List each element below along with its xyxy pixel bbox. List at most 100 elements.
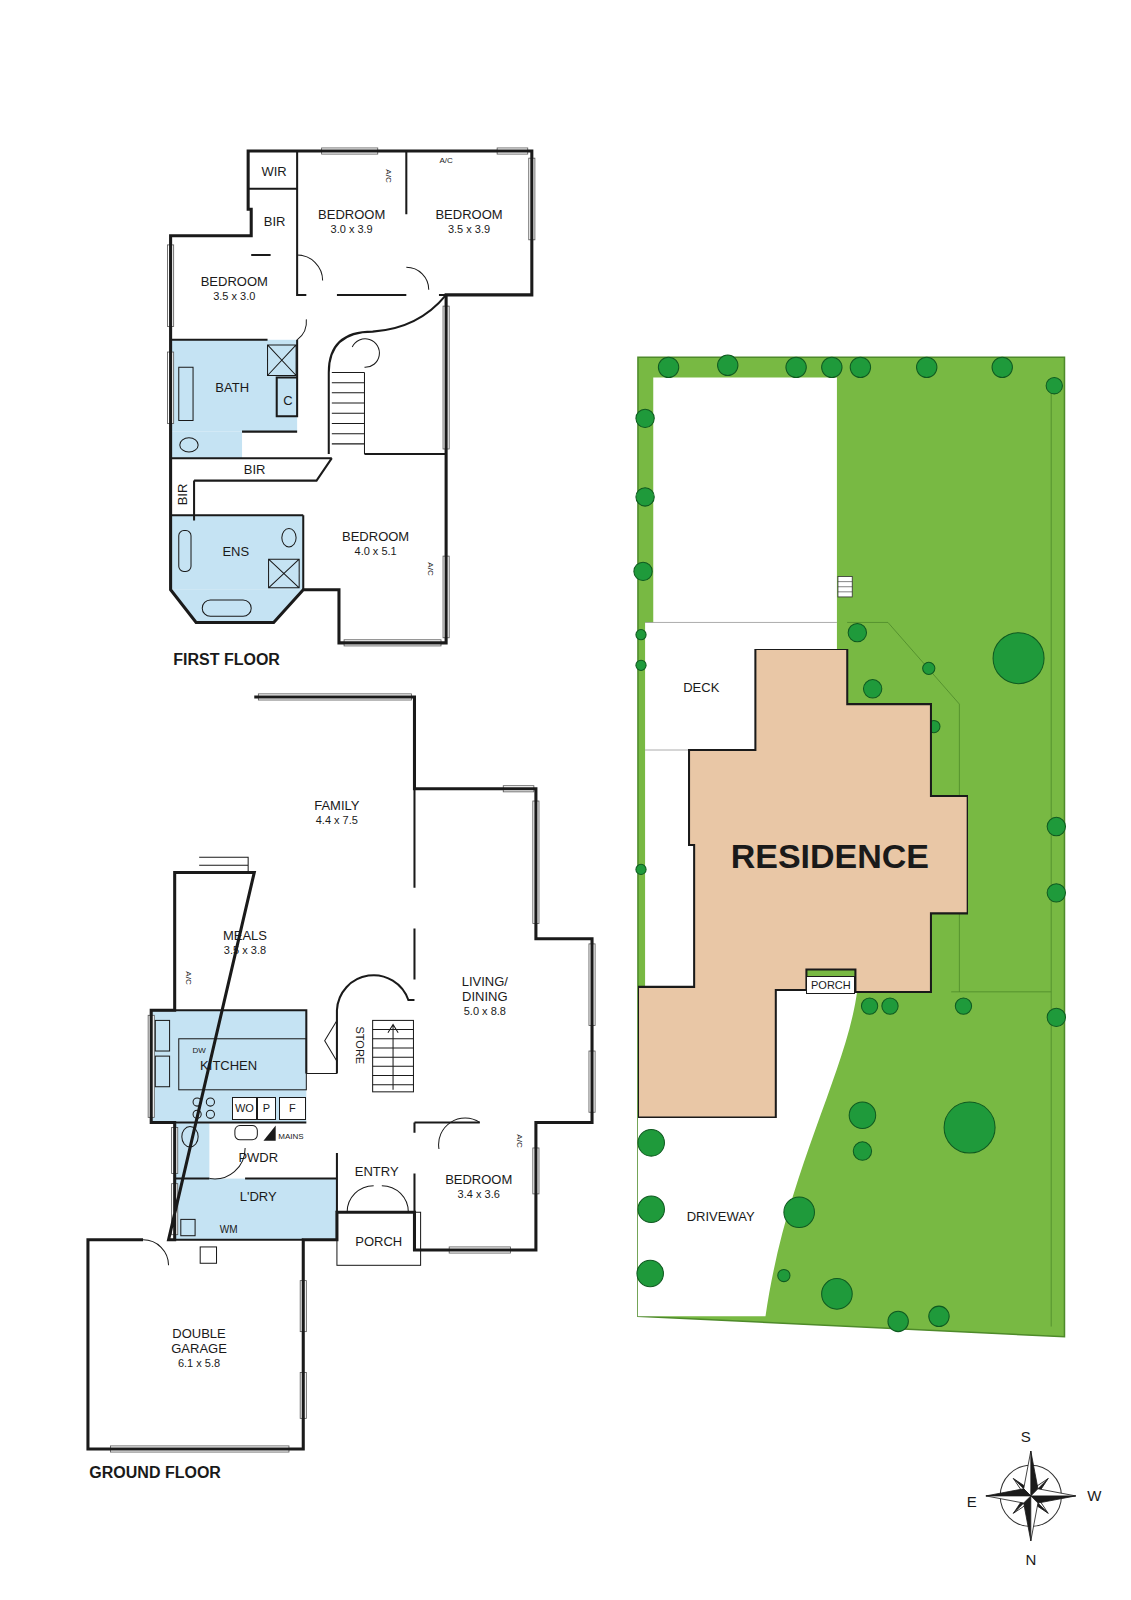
fixture-box: WO [232, 1097, 257, 1119]
trees [992, 357, 1012, 377]
fixture-label: MAINS [278, 1133, 303, 1141]
room-name: DOUBLE GARAGE [159, 1327, 239, 1357]
wall [306, 1020, 337, 1073]
site-lot [951, 991, 1051, 992]
wall [171, 151, 532, 643]
fixture-label: A/C [384, 169, 392, 182]
trees [1047, 884, 1065, 902]
wall [373, 1024, 414, 1089]
wall [180, 438, 198, 452]
trees [718, 355, 738, 375]
room-name: DRIVEWAY [687, 1210, 755, 1225]
room-name: BIR [244, 463, 266, 478]
compass-rose [986, 1489, 1031, 1503]
wall [202, 600, 251, 616]
room: C [279, 390, 297, 412]
wall [155, 1020, 169, 1051]
room-name: WIR [261, 165, 286, 180]
room-name: PORCH [811, 979, 851, 992]
room: ENS [209, 541, 262, 563]
wall [171, 151, 447, 590]
wall [206, 1098, 214, 1106]
room: BEDROOM3.4 x 3.6 [429, 1164, 529, 1211]
room: BEDROOM3.5 x 3.0 [176, 263, 293, 314]
trees [634, 562, 652, 580]
compass-rose [986, 1489, 1031, 1496]
wall [179, 345, 296, 421]
compass-rose [986, 1451, 1076, 1541]
room: L'DRY [227, 1186, 290, 1208]
room-dimension: 3.5 x 3.8 [224, 944, 266, 957]
trees [822, 1279, 853, 1310]
wall [143, 1118, 480, 1265]
trees [784, 1197, 815, 1228]
room-dimension: 5.0 x 8.8 [464, 1005, 506, 1018]
room-name: ENTRY [355, 1165, 399, 1180]
compass-letter: N [1026, 1551, 1037, 1566]
wall [88, 697, 592, 1449]
room: BIR [173, 476, 195, 513]
room-name: BEDROOM [435, 208, 502, 223]
trees [917, 357, 937, 377]
room-name: WO [235, 1102, 254, 1115]
wall [352, 339, 379, 368]
room-name: C [283, 394, 292, 409]
room-name: BEDROOM [318, 208, 385, 223]
wall [179, 1039, 307, 1090]
wall [171, 151, 532, 643]
wet-area [171, 340, 298, 432]
wall [181, 1219, 195, 1235]
room-name: P [263, 1102, 270, 1115]
trees [863, 680, 881, 698]
wall [337, 1212, 421, 1265]
compass-rose [1024, 1451, 1038, 1496]
fixture-box: PORCH [806, 976, 855, 994]
room: ENTRY [343, 1163, 410, 1183]
site-lot [838, 586, 852, 587]
trees [786, 357, 806, 377]
wall [200, 1247, 216, 1263]
room-name: BEDROOM [342, 530, 409, 545]
compass-rose [986, 1496, 1031, 1503]
room: DECK [663, 676, 739, 700]
wall [206, 1110, 214, 1118]
room: STORE [347, 1016, 374, 1075]
trees [861, 998, 877, 1014]
room: LIVING/ DINING5.0 x 8.8 [434, 965, 536, 1028]
room-name: PORCH [355, 1235, 402, 1250]
trees [1046, 378, 1062, 394]
fixture-label: A/C [439, 157, 452, 165]
wall [373, 1020, 414, 1091]
wall [155, 1056, 169, 1087]
residence-shape [638, 649, 968, 1118]
trees [637, 1260, 664, 1287]
mains-marker [263, 1126, 275, 1141]
trees [848, 623, 866, 641]
room-name: BEDROOM [445, 1173, 512, 1188]
room-dimension: 4.4 x 7.5 [316, 814, 358, 827]
compass-rose [1031, 1496, 1076, 1503]
trees [929, 1306, 949, 1326]
site-lot [638, 357, 1065, 1337]
room: MEALS3.5 x 3.8 [194, 922, 296, 965]
fixture-box: F [279, 1097, 307, 1119]
fixture-label: DW [192, 1047, 205, 1055]
wall [193, 1098, 201, 1106]
room-name: PWDR [238, 1151, 278, 1166]
fixture-label: A/C [184, 971, 192, 984]
wall [88, 697, 592, 1449]
room: PWDR [227, 1148, 290, 1168]
room: BEDROOM4.0 x 5.1 [325, 519, 427, 570]
compass-letter: E [967, 1493, 977, 1508]
fixture-label: A/C [515, 1135, 523, 1148]
residence-shape [638, 649, 968, 1118]
wall [269, 559, 300, 588]
floor-title: FIRST FLOOR [173, 652, 280, 668]
trees [658, 357, 678, 377]
room-name: KITCHEN [200, 1059, 257, 1074]
wet-area [171, 515, 304, 589]
room: DOUBLE GARAGE6.1 x 5.8 [143, 1317, 255, 1380]
site-lot [645, 622, 837, 623]
room-dimension: 4.0 x 5.1 [355, 545, 397, 558]
room-dimension: 3.5 x 3.9 [448, 223, 490, 236]
